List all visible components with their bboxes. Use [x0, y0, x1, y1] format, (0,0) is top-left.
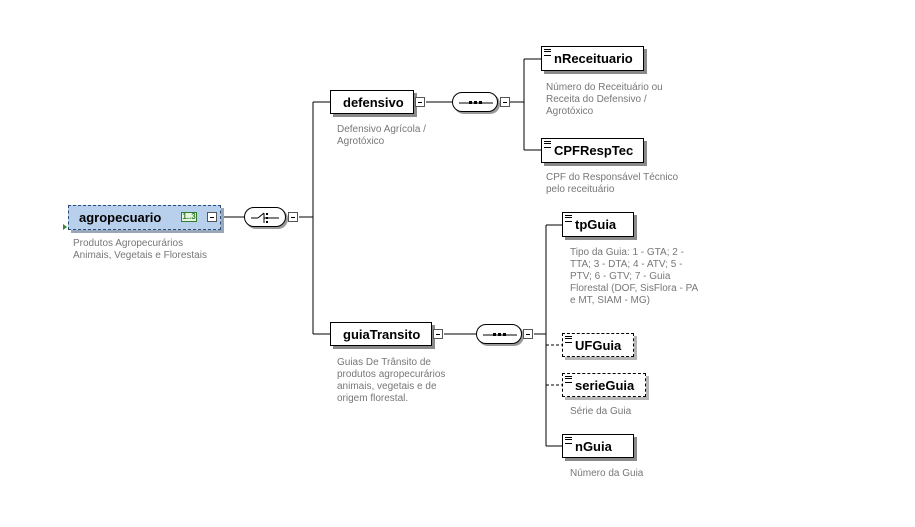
doc-line: Defensivo Agrícola /	[337, 124, 426, 135]
doc-line: Número do Receituário ou	[546, 82, 663, 93]
choice-icon	[251, 212, 279, 223]
collapse-toggle-icon[interactable]	[207, 212, 217, 222]
element-tpguia[interactable]: tpGuia	[562, 212, 634, 237]
doc-line: Florestal (DOF, SisFlora - PA	[570, 283, 699, 294]
occurrence-badge: 1..3	[181, 212, 197, 222]
doc-line: Animais, Vegetais e Florestais	[73, 250, 207, 261]
element-guiatransito-label: guiaTransito	[343, 326, 421, 342]
element-nreceituario[interactable]: nReceituario	[541, 46, 644, 71]
doc-line: Agrotóxico	[337, 136, 385, 147]
element-defensivo-doc: Defensivo Agrícola / Agrotóxico	[337, 124, 426, 148]
doc-line: Série da Guia	[570, 406, 632, 417]
choice-compositor[interactable]	[244, 207, 286, 227]
element-nguia-label: nGuia	[575, 438, 612, 454]
doc-line: produtos agropecurários	[337, 369, 446, 380]
doc-line: CPF do Responsável Técnico	[546, 172, 679, 183]
element-serieguia-label: serieGuia	[575, 377, 635, 393]
doc-line: Guias De Trânsito de	[337, 357, 431, 368]
element-cpfresptec-label: CPFRespTec	[554, 143, 634, 158]
element-defensivo-label: defensivo	[343, 94, 404, 110]
sequence-icon	[459, 101, 493, 104]
element-agropecuario[interactable]: agropecuario	[68, 205, 221, 230]
element-tpguia-label: tpGuia	[575, 217, 617, 232]
text-content-icon	[544, 141, 551, 148]
doc-line: Agrotóxico	[546, 106, 594, 117]
element-nreceituario-label: nReceituario	[554, 51, 633, 66]
doc-line: PTV; 6 - GTV; 7 - Guia	[570, 271, 671, 282]
text-content-icon	[565, 437, 572, 444]
text-content-icon	[565, 376, 572, 383]
element-nguia[interactable]: nGuia	[562, 434, 634, 458]
element-guiatransito[interactable]: guiaTransito	[330, 322, 432, 346]
doc-line: TTA; 3 - DTA; 4 - ATV; 5 -	[570, 259, 683, 270]
text-content-icon	[544, 49, 551, 56]
element-cpfresptec[interactable]: CPFRespTec	[541, 138, 644, 163]
doc-line: Número da Guia	[570, 468, 644, 479]
doc-line: origem florestal.	[337, 393, 409, 404]
doc-line: Produtos Agropecurários	[73, 238, 184, 249]
doc-line: Receita do Defensivo /	[546, 94, 647, 105]
text-content-icon	[565, 336, 572, 343]
element-cpfresptec-doc: CPF do Responsável Técnico pelo receituá…	[546, 172, 678, 196]
element-ufguia-label: UFGuia	[575, 337, 622, 353]
choice-collapse-toggle[interactable]	[288, 212, 298, 222]
defensivo-collapse-toggle[interactable]	[415, 97, 425, 107]
element-agropecuario-doc: Produtos Agropecurários Animais, Vegetai…	[73, 238, 207, 262]
element-tpguia-doc: Tipo da Guia: 1 - GTA; 2 - TTA; 3 - DTA;…	[570, 247, 698, 307]
sequence-compositor-guiatransito[interactable]	[476, 324, 522, 344]
sequence-collapse-toggle[interactable]	[523, 329, 533, 339]
doc-line: Tipo da Guia: 1 - GTA; 2 -	[570, 247, 684, 258]
sequence-icon	[483, 333, 517, 336]
element-serieguia-doc: Série da Guia	[570, 406, 631, 418]
doc-line: animais, vegetais e de	[337, 381, 437, 392]
element-guiatransito-doc: Guias De Trânsito de produtos agropecurá…	[337, 357, 445, 405]
element-ufguia[interactable]: UFGuia	[562, 333, 634, 357]
doc-line: pelo receituário	[546, 184, 615, 195]
element-nguia-doc: Número da Guia	[570, 468, 643, 480]
guiatransito-collapse-toggle[interactable]	[433, 329, 443, 339]
element-defensivo[interactable]: defensivo	[330, 90, 414, 114]
element-nreceituario-doc: Número do Receituário ou Receita do Defe…	[546, 82, 663, 118]
sequence-collapse-toggle[interactable]	[500, 97, 510, 107]
element-serieguia[interactable]: serieGuia	[562, 373, 646, 397]
doc-line: e MT, SIAM - MG)	[570, 295, 650, 306]
sequence-compositor-defensivo[interactable]	[452, 92, 498, 112]
element-agropecuario-label: agropecuario	[79, 210, 162, 225]
text-content-icon	[565, 215, 572, 222]
